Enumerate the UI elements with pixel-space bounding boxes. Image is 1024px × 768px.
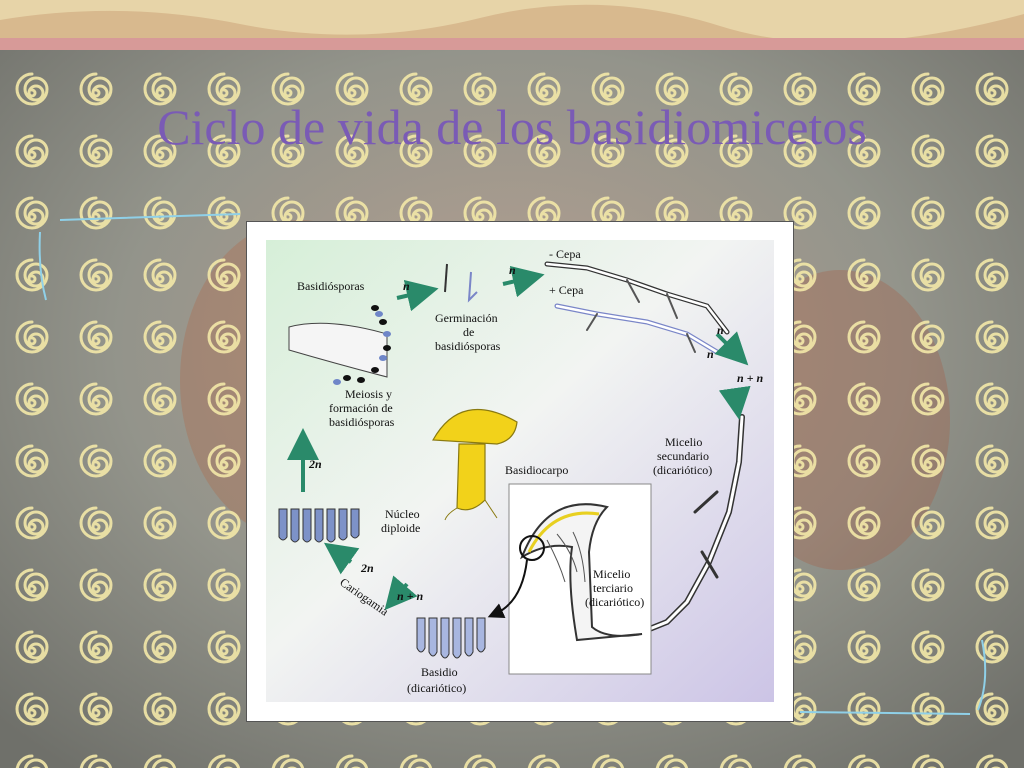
label-meiosis-2: formación de <box>329 401 393 415</box>
label-germinacion-2: de <box>463 325 474 339</box>
basidio-cells <box>416 617 486 659</box>
label-micelio-sec-1: Micelio <box>665 435 702 449</box>
label-basidiocarpo: Basidiocarpo <box>505 463 568 477</box>
basidiospore-layer <box>288 305 391 385</box>
label-2n-2: 2n <box>360 561 374 575</box>
mushroom-basidiocarpo <box>432 408 518 521</box>
slide-title: Ciclo de vida de los basidiomicetos <box>157 99 867 155</box>
nucleo-diploide-cells <box>278 508 360 543</box>
label-2n-1: 2n <box>308 457 322 471</box>
zoom-arrow <box>487 559 528 619</box>
label-basidio-2: (dicariótico) <box>407 681 466 695</box>
label-cepa-plus: + Cepa <box>549 283 584 297</box>
label-germinacion-3: basidiósporas <box>435 339 501 353</box>
hyphae-cepa <box>544 261 730 355</box>
label-cepa-minus: - Cepa <box>549 247 581 261</box>
label-meiosis-1: Meiosis y <box>345 387 392 401</box>
label-micelio-ter-2: terciario <box>593 581 633 595</box>
basidiocarpo-section <box>520 503 643 642</box>
life-cycle-figure: Basidiósporas n Germinación de basidiósp… <box>246 221 794 722</box>
label-basidio-1: Basidio <box>421 665 458 679</box>
label-n-3: n <box>717 323 724 337</box>
label-basidiosporas: Basidiósporas <box>297 279 365 293</box>
label-micelio-sec-2: secundario <box>657 449 709 463</box>
zoom-circle <box>519 535 545 561</box>
label-micelio-ter-3: (dicariótico) <box>585 595 644 609</box>
germination-sprouts <box>444 263 478 303</box>
label-n-2: n <box>509 263 516 277</box>
life-cycle-diagram: Basidiósporas n Germinación de basidiósp… <box>266 240 774 702</box>
micelio-secundario-strand <box>639 414 745 635</box>
label-n-1: n <box>403 279 410 293</box>
label-micelio-sec-3: (dicariótico) <box>653 463 712 477</box>
cycle-arrows <box>287 266 751 611</box>
label-meiosis-3: basidiósporas <box>329 415 395 429</box>
label-n-plus-n-right: n + n <box>737 371 764 385</box>
label-nucleo-2: diploide <box>381 521 420 535</box>
label-n-4: n <box>707 347 714 361</box>
label-germinacion-1: Germinación <box>435 311 498 325</box>
label-micelio-ter-1: Micelio <box>593 567 630 581</box>
label-n-plus-n-left: n + n <box>397 589 424 603</box>
label-nucleo-1: Núcleo <box>385 507 420 521</box>
